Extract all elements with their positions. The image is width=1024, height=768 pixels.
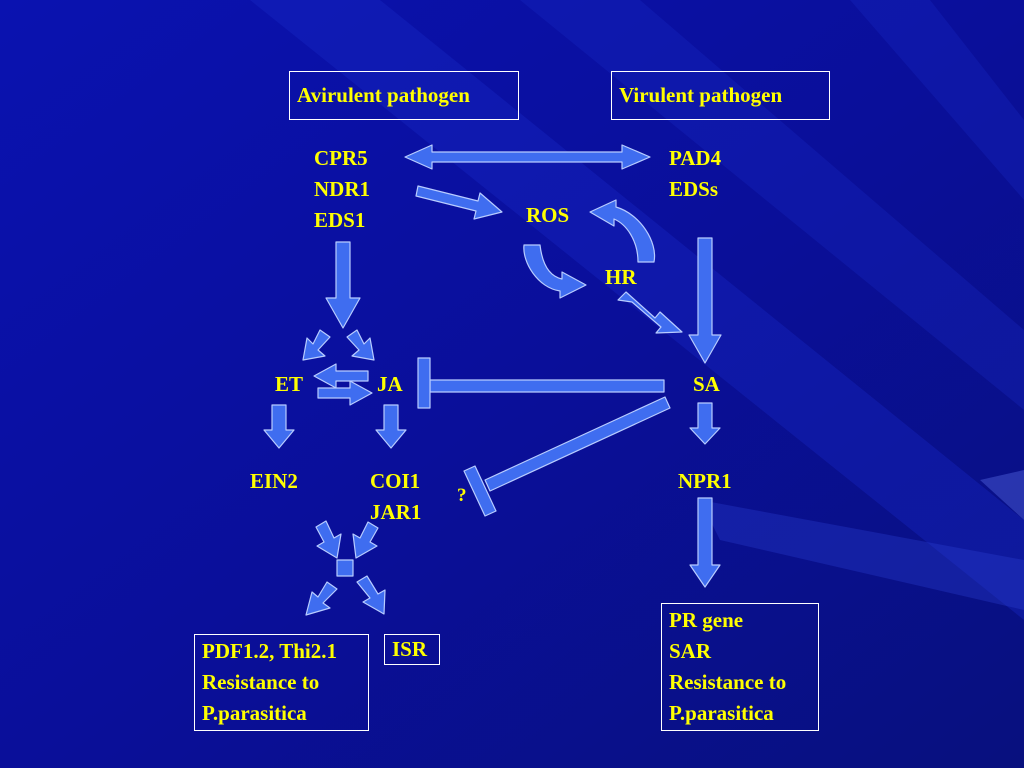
arrow-ja-down: [375, 404, 407, 449]
inhibition-sa-ja-head: [417, 357, 431, 409]
arrow-ja-to-et: [313, 363, 369, 389]
curved-arrow-hr-to-ros: [589, 199, 656, 263]
arrow-to-pdf: [305, 581, 338, 616]
hr-label: HR: [605, 265, 637, 289]
arrow-sa-down: [689, 402, 721, 445]
arrow-et-to-ja: [317, 380, 373, 406]
ein2-label: EIN2: [250, 469, 298, 493]
virulent-pathogen-box: Virulent pathogen: [611, 71, 830, 120]
arrow-et-down: [263, 404, 295, 449]
avirulent-pathogen-box: Avirulent pathogen: [289, 71, 519, 120]
isr-box: ISR: [384, 634, 440, 665]
pdf-resistance-box: PDF1.2, Thi2.1 Resistance to P.parasitic…: [194, 634, 369, 731]
arrow-hr-to-sa: [617, 291, 683, 334]
inhibition-sa-question-bar: [484, 396, 671, 492]
arrow-to-et: [302, 329, 331, 361]
merge-block: [336, 559, 354, 577]
curved-arrow-ros-to-hr: [523, 244, 587, 299]
npr1-label: NPR1: [678, 469, 732, 493]
et-label: ET: [275, 372, 304, 396]
ros-label: ROS: [526, 203, 570, 227]
inhibition-sa-question-head: [463, 465, 497, 517]
arrow-npr1-down: [689, 497, 721, 588]
question-mark-label: ?: [457, 485, 467, 506]
ja-label: JA: [377, 372, 403, 396]
pad4-edss-label: PAD4 EDSs: [669, 146, 722, 201]
arrow-pad4-down: [688, 237, 722, 364]
coi1-jar1-label: COI1 JAR1: [370, 469, 422, 524]
arrow-to-ja: [346, 329, 375, 361]
pr-gene-sar-box: PR gene SAR Resistance to P.parasitica: [661, 603, 819, 731]
double-arrow-cpr5-pad4: [404, 144, 651, 170]
inhibition-sa-ja-bar: [429, 379, 665, 393]
arrow-cpr5-to-ros: [415, 185, 503, 220]
arrow-coi1-to-merge: [352, 521, 379, 559]
arrow-cpr5-down: [325, 241, 361, 329]
arrow-ein2-to-merge: [315, 520, 342, 559]
cpr5-ndr1-eds1-label: CPR5 NDR1 EDS1: [314, 146, 370, 232]
arrow-to-isr: [356, 575, 386, 615]
sa-label: SA: [693, 372, 720, 396]
